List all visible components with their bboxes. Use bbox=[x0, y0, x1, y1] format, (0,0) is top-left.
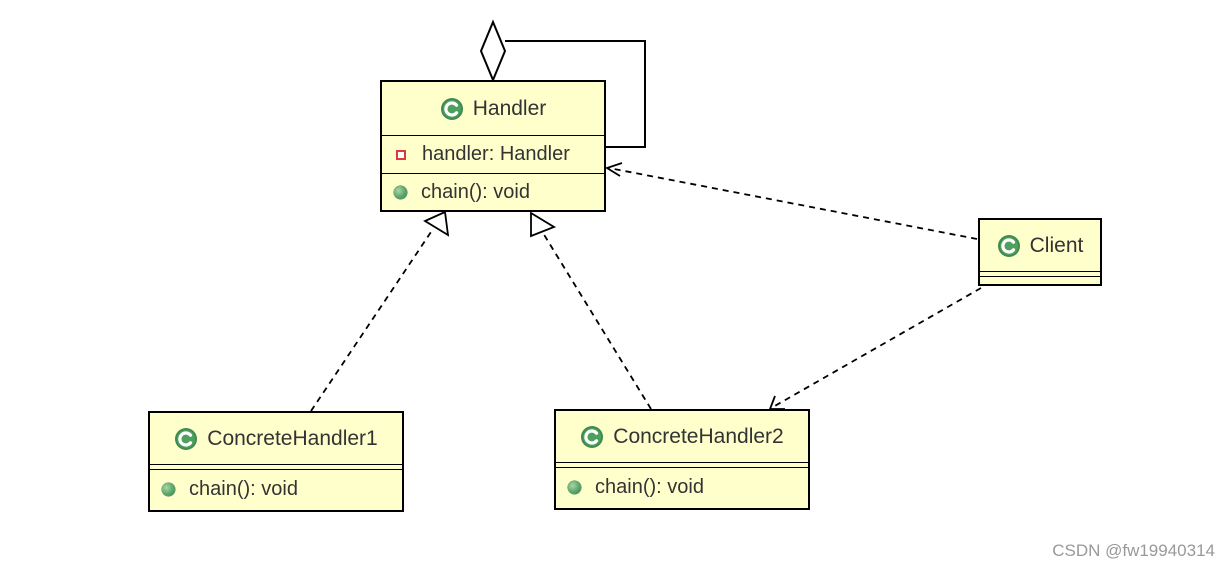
class-name: ConcreteHandler1 bbox=[207, 426, 378, 450]
method-text: chain(): void bbox=[421, 180, 530, 203]
class-handler[interactable]: Handler handler: Handler chain(): void bbox=[380, 80, 606, 212]
attribute-text: handler: Handler bbox=[422, 143, 570, 165]
class-icon bbox=[440, 97, 463, 120]
public-method-icon bbox=[162, 482, 175, 496]
watermark: CSDN @fw19940314 bbox=[1052, 541, 1215, 560]
method-chain[interactable]: chain(): void bbox=[382, 173, 604, 210]
method-chain[interactable]: chain(): void bbox=[556, 468, 808, 506]
public-method-icon bbox=[568, 480, 581, 494]
method-chain[interactable]: chain(): void bbox=[150, 470, 402, 508]
empty-attributes-section bbox=[150, 469, 402, 470]
class-name: Handler bbox=[472, 96, 547, 120]
class-name: Client bbox=[1029, 233, 1084, 257]
method-text: chain(): void bbox=[189, 477, 298, 500]
public-method-icon bbox=[394, 185, 407, 199]
class-concrete-handler1[interactable]: ConcreteHandler1 chain(): void bbox=[148, 411, 404, 512]
class-concrete-handler2-header: ConcreteHandler2 bbox=[556, 411, 808, 463]
dependency-client-handler bbox=[604, 162, 978, 240]
attribute-handler-field[interactable]: handler: Handler bbox=[382, 136, 604, 173]
class-name: ConcreteHandler2 bbox=[613, 424, 784, 448]
realization-concrete-handler1 bbox=[310, 210, 450, 412]
class-icon bbox=[997, 234, 1020, 257]
method-text: chain(): void bbox=[595, 475, 704, 498]
class-client[interactable]: Client bbox=[978, 218, 1102, 286]
empty-members-section bbox=[980, 276, 1100, 277]
class-concrete-handler2[interactable]: ConcreteHandler2 chain(): void bbox=[554, 409, 810, 510]
dependency-client-concrete-handler2 bbox=[768, 287, 982, 410]
class-icon bbox=[581, 425, 604, 448]
class-icon bbox=[175, 427, 198, 450]
class-client-header: Client bbox=[980, 220, 1100, 272]
empty-attributes-section bbox=[556, 467, 808, 468]
class-handler-header: Handler bbox=[382, 82, 604, 136]
realization-concrete-handler2 bbox=[530, 211, 652, 410]
private-field-icon bbox=[396, 149, 406, 160]
class-concrete-handler1-header: ConcreteHandler1 bbox=[150, 413, 402, 465]
